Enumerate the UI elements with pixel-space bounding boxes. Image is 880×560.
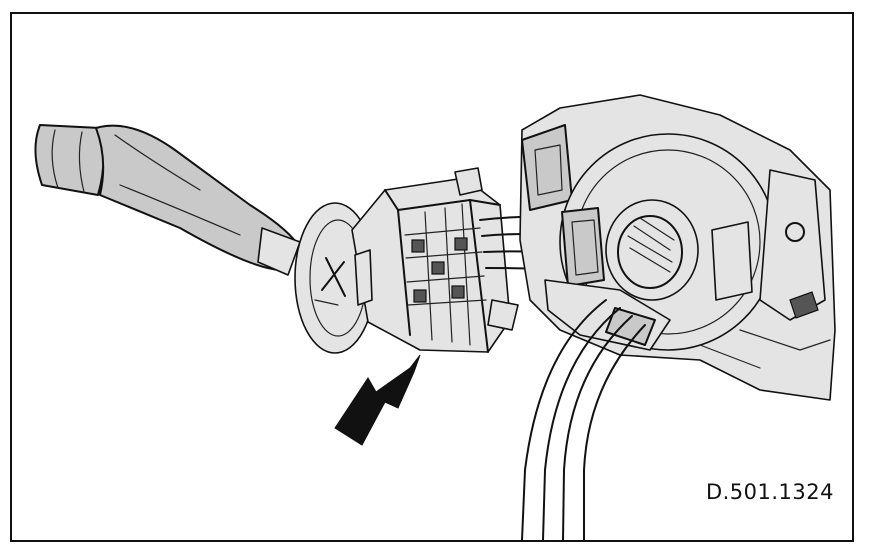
- combination-switch-stalk: [34, 124, 301, 276]
- ribbon-cable: [521, 299, 646, 541]
- steering-column-housing: [519, 94, 836, 401]
- figure-reference-code: D.501.1324: [705, 480, 834, 504]
- indicator-arrow: [334, 354, 421, 446]
- switch-connector-block: [351, 167, 519, 353]
